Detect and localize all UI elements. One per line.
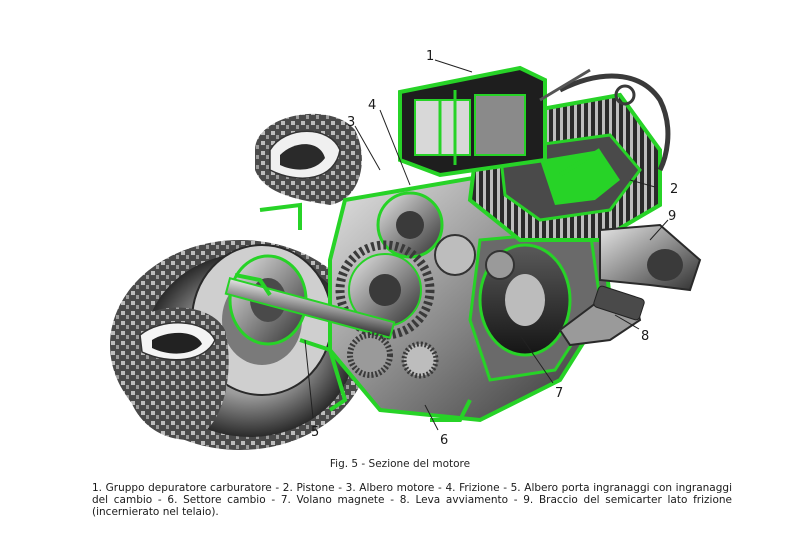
callout-5: 5 bbox=[311, 425, 319, 440]
upper-tyre-section bbox=[255, 113, 362, 205]
figure-caption: Fig. 5 - Sezione del motore bbox=[329, 458, 471, 470]
callout-9: 9 bbox=[668, 209, 676, 224]
callout-4: 4 bbox=[368, 98, 376, 113]
callout-6: 6 bbox=[440, 433, 448, 448]
swing-arm bbox=[599, 223, 702, 292]
cutaway-highlights bbox=[234, 148, 602, 422]
callout-lines bbox=[304, 59, 669, 431]
callout-7: 7 bbox=[555, 386, 563, 401]
callout-8: 8 bbox=[641, 329, 649, 344]
callout-1: 1 bbox=[426, 49, 434, 64]
lower-tyre-section bbox=[125, 307, 229, 440]
carburettor-box bbox=[398, 65, 547, 178]
kick-start-lever bbox=[558, 285, 645, 347]
control-cables bbox=[539, 68, 671, 172]
clutch-gears bbox=[335, 191, 515, 340]
figure-legend: 1. Gruppo depuratore carburatore - 2. Pi… bbox=[92, 482, 732, 518]
callout-2: 2 bbox=[670, 182, 678, 197]
callout-3: 3 bbox=[347, 115, 355, 130]
